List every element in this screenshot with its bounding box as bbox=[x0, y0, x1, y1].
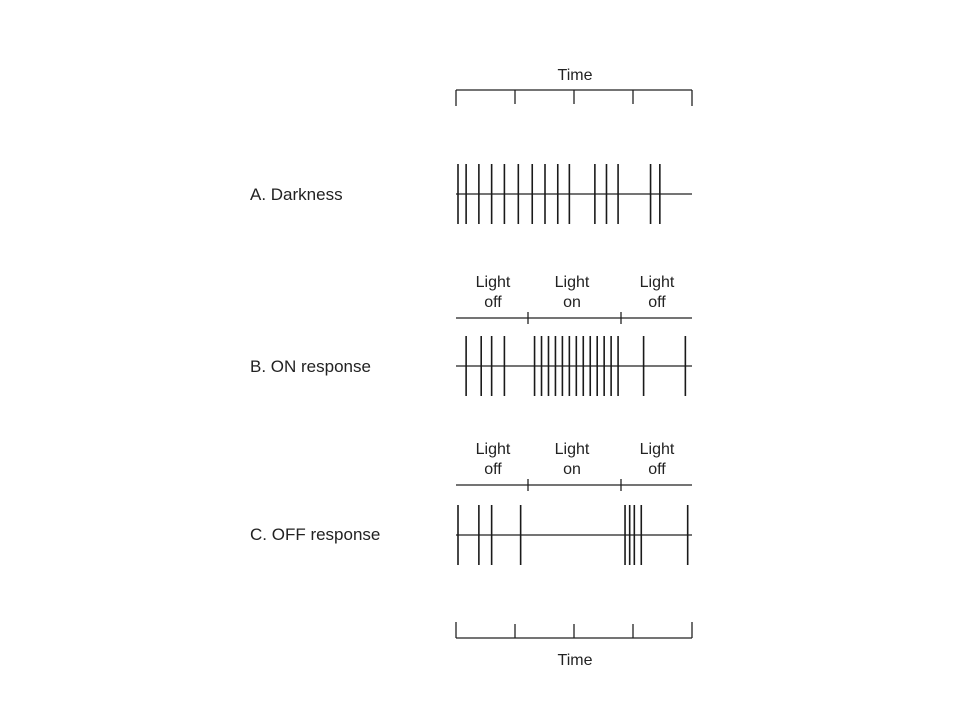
row-darkness: A. Darkness bbox=[250, 164, 692, 224]
spike-train-darkness bbox=[457, 164, 661, 224]
row-label-off-response: C. OFF response bbox=[250, 525, 380, 544]
spike-train-on-response bbox=[465, 336, 687, 396]
bottom-time-label: Time bbox=[558, 652, 593, 669]
top-time-label: Time bbox=[558, 67, 593, 84]
top-time-axis: Time bbox=[455, 67, 693, 106]
row-label-on-response: B. ON response bbox=[250, 357, 371, 376]
bottom-axis-ticks bbox=[455, 622, 693, 638]
bottom-time-axis: Time bbox=[455, 622, 693, 669]
row-label-darkness: A. Darkness bbox=[250, 185, 343, 204]
spike-train-off-response bbox=[457, 505, 689, 565]
top-axis-ticks bbox=[455, 90, 693, 106]
